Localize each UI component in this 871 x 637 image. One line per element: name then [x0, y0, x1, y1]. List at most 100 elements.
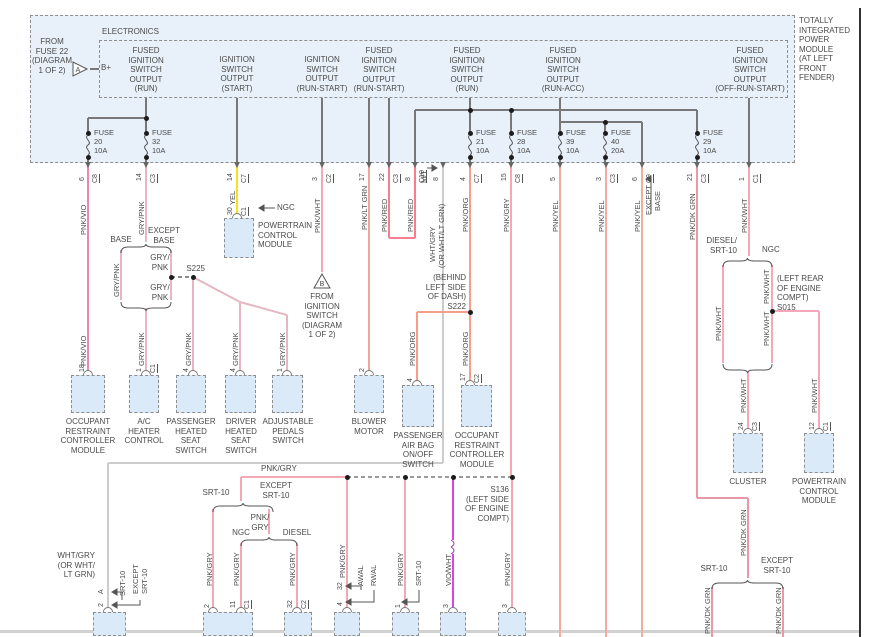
- pin: 1: [739, 177, 746, 181]
- vt: PNK/ORG: [408, 331, 417, 366]
- fuse-20: [85, 154, 91, 160]
- conn: C2: [474, 374, 482, 383]
- pin: 4: [183, 368, 190, 372]
- exit-arrowhead: [507, 162, 514, 168]
- conn: C3: [701, 174, 709, 183]
- pin: 6: [632, 177, 639, 181]
- connector-notch: [448, 607, 458, 612]
- vt: VIO/WHT: [444, 553, 453, 586]
- conn: C3: [752, 422, 760, 431]
- vt: EXCEPT: [131, 563, 140, 594]
- except-srt10-arrow-b1: [111, 600, 141, 609]
- brace-diesel-ngc-right: [722, 257, 773, 268]
- bottom-box-5: [392, 612, 419, 636]
- bottom-box-3: [284, 612, 312, 636]
- text: PNK/ GRY: [250, 513, 270, 532]
- line: [108, 462, 443, 464]
- pin: 1: [395, 604, 402, 608]
- text: DIESEL: [282, 528, 312, 537]
- fuse-21: [468, 134, 472, 156]
- brace-base-split: [120, 243, 172, 254]
- pin: 1: [136, 368, 143, 372]
- pin: 3: [312, 177, 319, 181]
- ac-heater-box: [129, 375, 159, 413]
- pcm-box-top: [224, 218, 254, 258]
- line: [88, 117, 146, 119]
- pin: 14: [136, 173, 143, 181]
- exit-arrowhead: [556, 162, 563, 168]
- s015-label: (LEFT REAR OF ENGINE COMPT) S015: [777, 274, 824, 312]
- fuse-40: [602, 130, 608, 136]
- line: [87, 118, 89, 133]
- line: [818, 311, 820, 433]
- ac-heater-label: A/C HEATER CONTROL: [124, 417, 164, 445]
- wire-pnk-ltgrn: [368, 163, 370, 375]
- text: GRY/ PNK: [150, 253, 170, 272]
- header-run-start-1: IGNITION SWITCH OUTPUT (RUN-START): [296, 55, 348, 93]
- orcm1-label: OCCUPANT RESTRAINT CONTROLLER MODULE: [60, 417, 116, 455]
- line: [748, 98, 750, 163]
- splice-s225-b: [190, 274, 196, 280]
- wire-pnk-wht-ign: [321, 163, 323, 272]
- vt: YEL: [228, 190, 237, 205]
- line: [286, 315, 288, 375]
- connector-notch: [282, 370, 292, 375]
- pass-seat-box: [176, 375, 206, 413]
- vt: GRY/PNK: [184, 332, 193, 366]
- fuse-28: [508, 154, 514, 160]
- fuse-32: [143, 130, 149, 136]
- from-fuse-22-label: FROM FUSE 22 (DIAGRAM 1 OF 2): [32, 37, 72, 75]
- connector-notch: [507, 607, 517, 612]
- svg-text:B: B: [320, 281, 325, 288]
- rwal-arrow: [345, 590, 375, 606]
- pin: 24: [738, 422, 745, 430]
- blower-box: [354, 375, 384, 413]
- line: [559, 157, 561, 163]
- pin: 3: [596, 177, 603, 181]
- orcm-box-2: [461, 385, 492, 427]
- exit-arrowhead: [439, 162, 446, 168]
- vt: PNK/GRY: [396, 552, 405, 586]
- pin: 14: [227, 173, 234, 181]
- fuse-21: [467, 154, 473, 160]
- vt: PNK/VIO: [79, 335, 88, 366]
- line: [321, 98, 323, 163]
- electronics-label: ELECTRONICS: [102, 27, 159, 36]
- airbag-switch-box: [402, 385, 434, 427]
- fuse-29: FUSE 29 10A: [703, 128, 724, 156]
- s225-label: S225: [186, 264, 205, 273]
- vt: SRT-10: [414, 560, 423, 586]
- wire-pnk-dkgrn: [696, 163, 698, 498]
- adj-pedals-box: [272, 375, 303, 413]
- pin: 6: [79, 177, 86, 181]
- ngc-arrow-pcm: [258, 204, 275, 212]
- line: [417, 311, 470, 313]
- fuse-39: [558, 134, 562, 156]
- wire-pnk-gry: [510, 163, 512, 477]
- s136-bus-dashed: [347, 476, 512, 478]
- header-run-1: FUSED IGNITION SWITCH OUTPUT (RUN): [128, 46, 164, 93]
- exit-arrowhead: [693, 162, 700, 168]
- vt: (OR WHT/LT GRN): [437, 203, 446, 268]
- vt: PNK/DK GRN: [774, 587, 783, 634]
- vt: SRT-10: [140, 568, 149, 594]
- splice-s136: [509, 474, 515, 480]
- mt-arrow: [427, 164, 438, 172]
- conn: C1: [241, 207, 249, 216]
- fuse-20: [86, 134, 90, 156]
- orcm-box-1: [71, 375, 105, 413]
- s225-link: [171, 276, 193, 278]
- fuse-28: [508, 130, 514, 136]
- line: [145, 118, 147, 133]
- base-label: BASE: [110, 235, 132, 244]
- bus-runacc: [560, 121, 642, 123]
- conn: C9: [646, 174, 654, 183]
- vt: PNK/ORG: [461, 331, 470, 366]
- fuse-20: [85, 130, 91, 136]
- pin: 15: [501, 173, 508, 181]
- exit-arrowhead: [466, 162, 473, 168]
- line: [239, 301, 288, 316]
- vt: PNK/GRY: [288, 552, 297, 586]
- pin: 2: [359, 368, 366, 372]
- conn: C3: [393, 174, 401, 183]
